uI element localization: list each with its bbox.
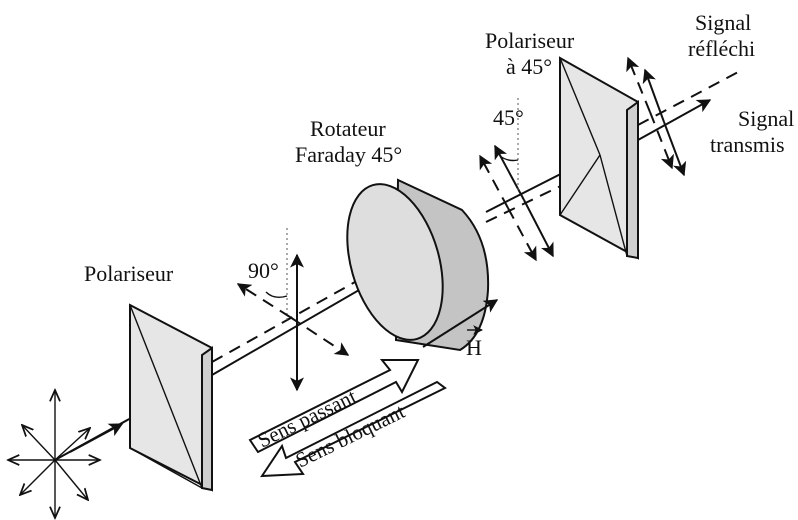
reflected-beam <box>637 69 743 126</box>
angle-90-arc <box>265 291 288 299</box>
unpolarized-light-star <box>8 390 100 518</box>
label-h: H <box>466 335 482 360</box>
label-rotateur-1: Rotateur <box>310 116 386 141</box>
label-polariseur45-2: à 45° <box>506 54 552 79</box>
forward-beam-1 <box>211 274 386 376</box>
polariseur-45-prism <box>559 56 639 260</box>
label-signal-transmis-2: transmis <box>710 132 785 157</box>
label-polariseur45-1: Polariseur <box>485 28 575 53</box>
label-polariseur: Polariseur <box>84 261 174 286</box>
faraday-rotator-cylinder <box>346 178 490 352</box>
label-signal-transmis-1: Signal <box>738 106 794 131</box>
magnetic-field-arrow <box>422 299 499 348</box>
polarization-90-arrow <box>236 283 291 318</box>
label-signal-reflechi-1: Signal <box>695 10 751 35</box>
transmitted-beam <box>637 99 712 141</box>
return-beam-1 <box>211 257 399 363</box>
polarization-45-arrow <box>494 144 525 201</box>
label-rotateur-2: Faraday 45° <box>295 142 402 167</box>
angle-45-label: 45° <box>493 105 524 130</box>
angle-90-label: 90° <box>248 258 279 283</box>
angle-45-arc <box>499 155 519 162</box>
polariseur-prism <box>129 303 213 492</box>
label-signal-reflechi-2: réfléchi <box>688 36 755 61</box>
